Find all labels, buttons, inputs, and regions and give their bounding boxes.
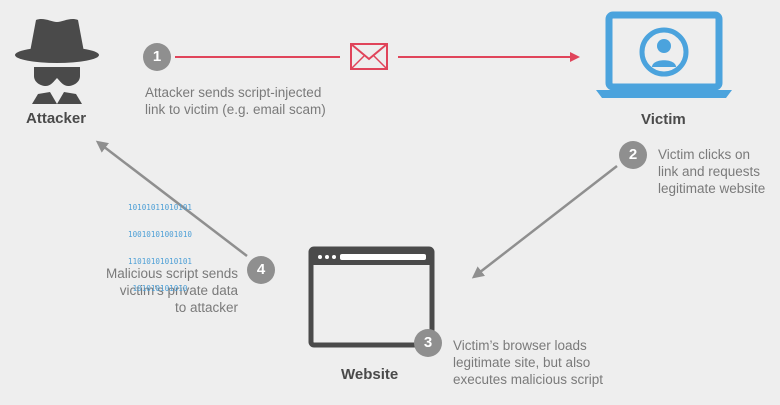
arrow-victim-to-website — [471, 165, 618, 279]
step-4-badge: 4 — [247, 256, 275, 284]
step-3-text: Victim’s browser loads legitimate site, … — [453, 338, 604, 387]
arrow-website-to-attacker — [95, 140, 248, 257]
step-1-text: Attacker sends script-injected link to v… — [145, 85, 326, 117]
website-label: Website — [341, 366, 399, 383]
step-2-badge: 2 — [619, 141, 647, 169]
spy-icon — [15, 19, 99, 104]
browser-window-icon — [308, 246, 435, 348]
binary-line: 10101011010101 — [128, 203, 193, 212]
envelope-icon — [350, 43, 388, 70]
binary-line: 10010101001010 — [128, 230, 193, 239]
binary-line: 11010101010101 — [128, 257, 193, 266]
binary-data-icon: 10101011010101 10010101001010 1101010101… — [128, 185, 192, 311]
attacker-label: Attacker — [26, 110, 87, 127]
step-1-badge: 1 — [143, 43, 171, 71]
binary-line: 101010101010 — [132, 284, 188, 293]
victim-label: Victim — [641, 111, 686, 128]
step-4-text: Malicious script sends victim’s private … — [105, 266, 238, 315]
step-3-badge: 3 — [414, 329, 442, 357]
laptop-user-icon — [596, 11, 732, 98]
step-2-text: Victim clicks on link and requests legit… — [658, 147, 766, 196]
